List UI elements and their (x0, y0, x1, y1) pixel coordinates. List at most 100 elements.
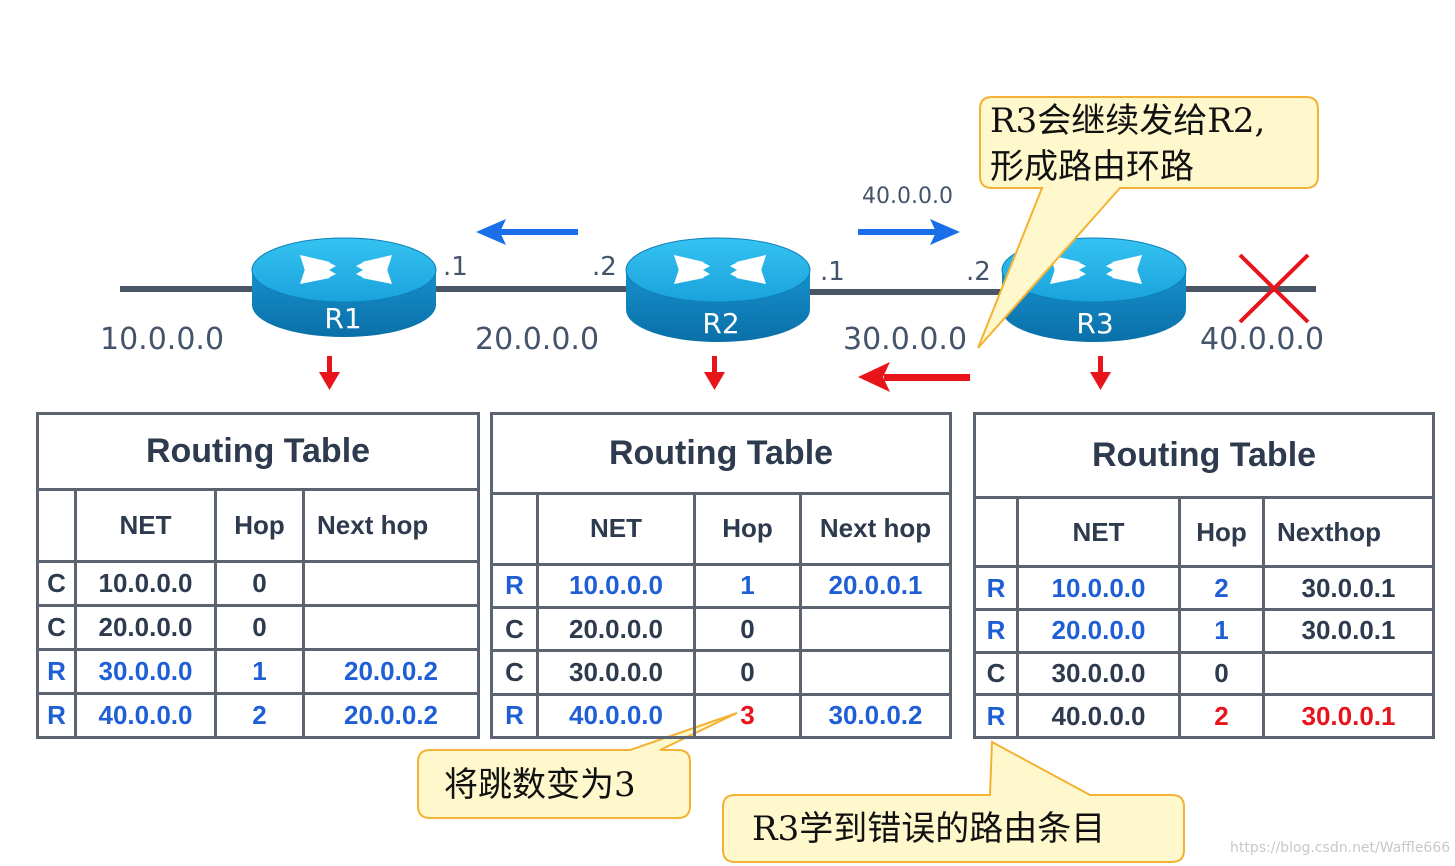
hop-cell: 0 (693, 605, 802, 653)
router-r1-icon (251, 237, 437, 337)
col-header-next-hop: Nexthop (1262, 496, 1435, 569)
network-label-40: 40.0.0.0 (1200, 322, 1325, 357)
hop-cell: 0 (214, 603, 305, 651)
next-hop-cell: 30.0.0.1 (1262, 607, 1435, 654)
r1-down-arrow-icon (319, 356, 340, 390)
col-header-next-hop: Next hop (302, 488, 480, 563)
col-header-hop: Hop (693, 492, 802, 566)
router-r2-icon (625, 237, 811, 342)
port-label-r2-left: .2 (592, 252, 617, 282)
router-r1-label: R1 (324, 302, 362, 335)
network-label-10: 10.0.0.0 (100, 322, 225, 357)
net-cell: 20.0.0.0 (74, 603, 217, 651)
r3-down-arrow-icon (1090, 356, 1111, 390)
col-header-type (973, 496, 1019, 569)
next-hop-cell: 30.0.0.2 (799, 692, 952, 740)
routing-table-title: Routing Table (973, 411, 1435, 500)
next-hop-cell: 20.0.0.1 (799, 562, 952, 609)
update-arrow-label: 40.0.0.0 (862, 184, 953, 209)
hop-cell: 0 (693, 649, 802, 696)
hop-cell: 1 (214, 647, 305, 695)
r2-down-arrow-icon (704, 356, 725, 390)
route-type-cell: R (36, 647, 77, 695)
router-r2-label: R2 (702, 307, 740, 340)
hop-cell: 2 (214, 691, 305, 740)
route-type-cell: C (36, 603, 77, 651)
link-failure-cross-icon (1238, 253, 1310, 324)
next-hop-cell: 20.0.0.2 (302, 647, 480, 695)
update-arrow-right-icon (858, 219, 960, 245)
hop-cell: 0 (214, 559, 305, 607)
port-label-r3-left: .2 (966, 257, 991, 287)
router-r3-label: R3 (1076, 307, 1114, 340)
net-cell: 20.0.0.0 (536, 605, 696, 653)
col-header-type (36, 488, 77, 563)
route-type-cell: C (973, 650, 1019, 697)
callout-bottom-text: R3学到错误的路由条目 (752, 809, 1106, 849)
net-cell: 40.0.0.0 (1016, 693, 1181, 739)
hop-cell: 2 (1178, 565, 1265, 611)
next-hop-cell (799, 605, 952, 653)
route-type-cell: C (490, 649, 539, 696)
next-hop-cell (1262, 650, 1435, 697)
net-cell: 10.0.0.0 (536, 562, 696, 609)
route-type-cell: R (973, 607, 1019, 654)
col-header-net: NET (74, 488, 217, 563)
next-hop-cell (302, 603, 480, 651)
col-header-hop: Hop (214, 488, 305, 563)
net-cell: 30.0.0.0 (1016, 650, 1181, 697)
route-type-cell: R (36, 691, 77, 740)
net-cell: 10.0.0.0 (1016, 565, 1181, 611)
callout-hop-bubble (417, 712, 738, 819)
route-type-cell: C (490, 605, 539, 653)
route-type-cell: C (36, 559, 77, 607)
port-label-r1-right: .1 (443, 252, 468, 282)
route-type-cell: R (490, 562, 539, 609)
route-type-cell: R (973, 693, 1019, 739)
routing-table-title: Routing Table (490, 411, 952, 496)
col-header-hop: Hop (1178, 496, 1265, 569)
next-hop-cell (302, 559, 480, 607)
port-label-r2-right: .1 (820, 257, 845, 287)
callout-top-bubble (977, 96, 1319, 349)
hop-cell: 3 (693, 692, 802, 740)
watermark: https://blog.csdn.net/Waffle666 (1230, 840, 1451, 856)
wrong-update-arrow-icon (858, 362, 970, 392)
col-header-next-hop: Next hop (799, 492, 952, 566)
routing-table-title: Routing Table (36, 411, 480, 492)
update-arrow-left-icon (476, 219, 578, 245)
hop-cell: 1 (1178, 607, 1265, 654)
col-header-net: NET (536, 492, 696, 566)
next-hop-cell: 30.0.0.1 (1262, 565, 1435, 611)
hop-cell: 0 (1178, 650, 1265, 697)
next-hop-cell (799, 649, 952, 696)
next-hop-cell: 20.0.0.2 (302, 691, 480, 740)
net-cell: 20.0.0.0 (1016, 607, 1181, 654)
callout-bottom-bubble (722, 740, 1185, 863)
callout-top-line1: R3会继续发给R2, (990, 101, 1266, 141)
col-header-net: NET (1016, 496, 1181, 569)
route-type-cell: R (973, 565, 1019, 611)
next-hop-cell: 30.0.0.1 (1262, 693, 1435, 739)
network-label-30: 30.0.0.0 (843, 322, 968, 357)
net-cell: 10.0.0.0 (74, 559, 217, 607)
net-cell: 40.0.0.0 (536, 692, 696, 740)
net-cell: 30.0.0.0 (536, 649, 696, 696)
col-header-type (490, 492, 539, 566)
route-type-cell: R (490, 692, 539, 740)
